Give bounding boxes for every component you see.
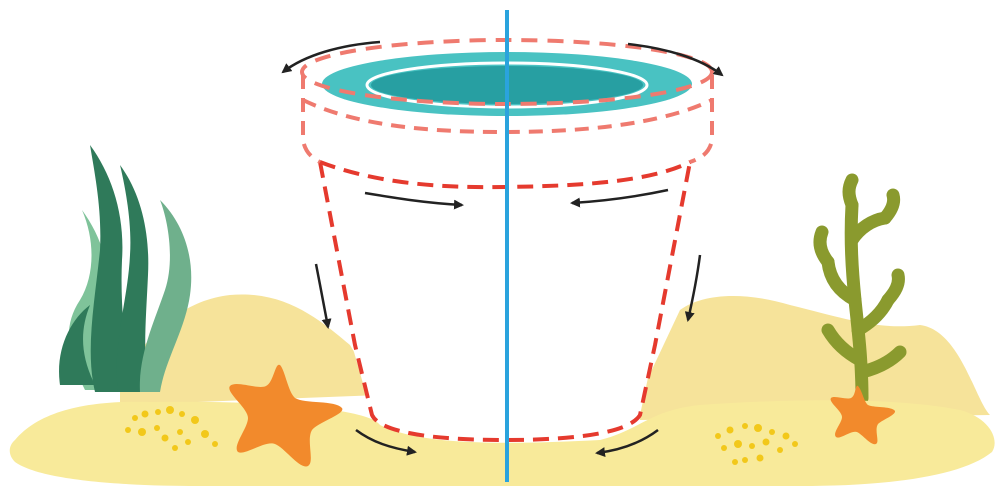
arrow: [316, 264, 328, 327]
